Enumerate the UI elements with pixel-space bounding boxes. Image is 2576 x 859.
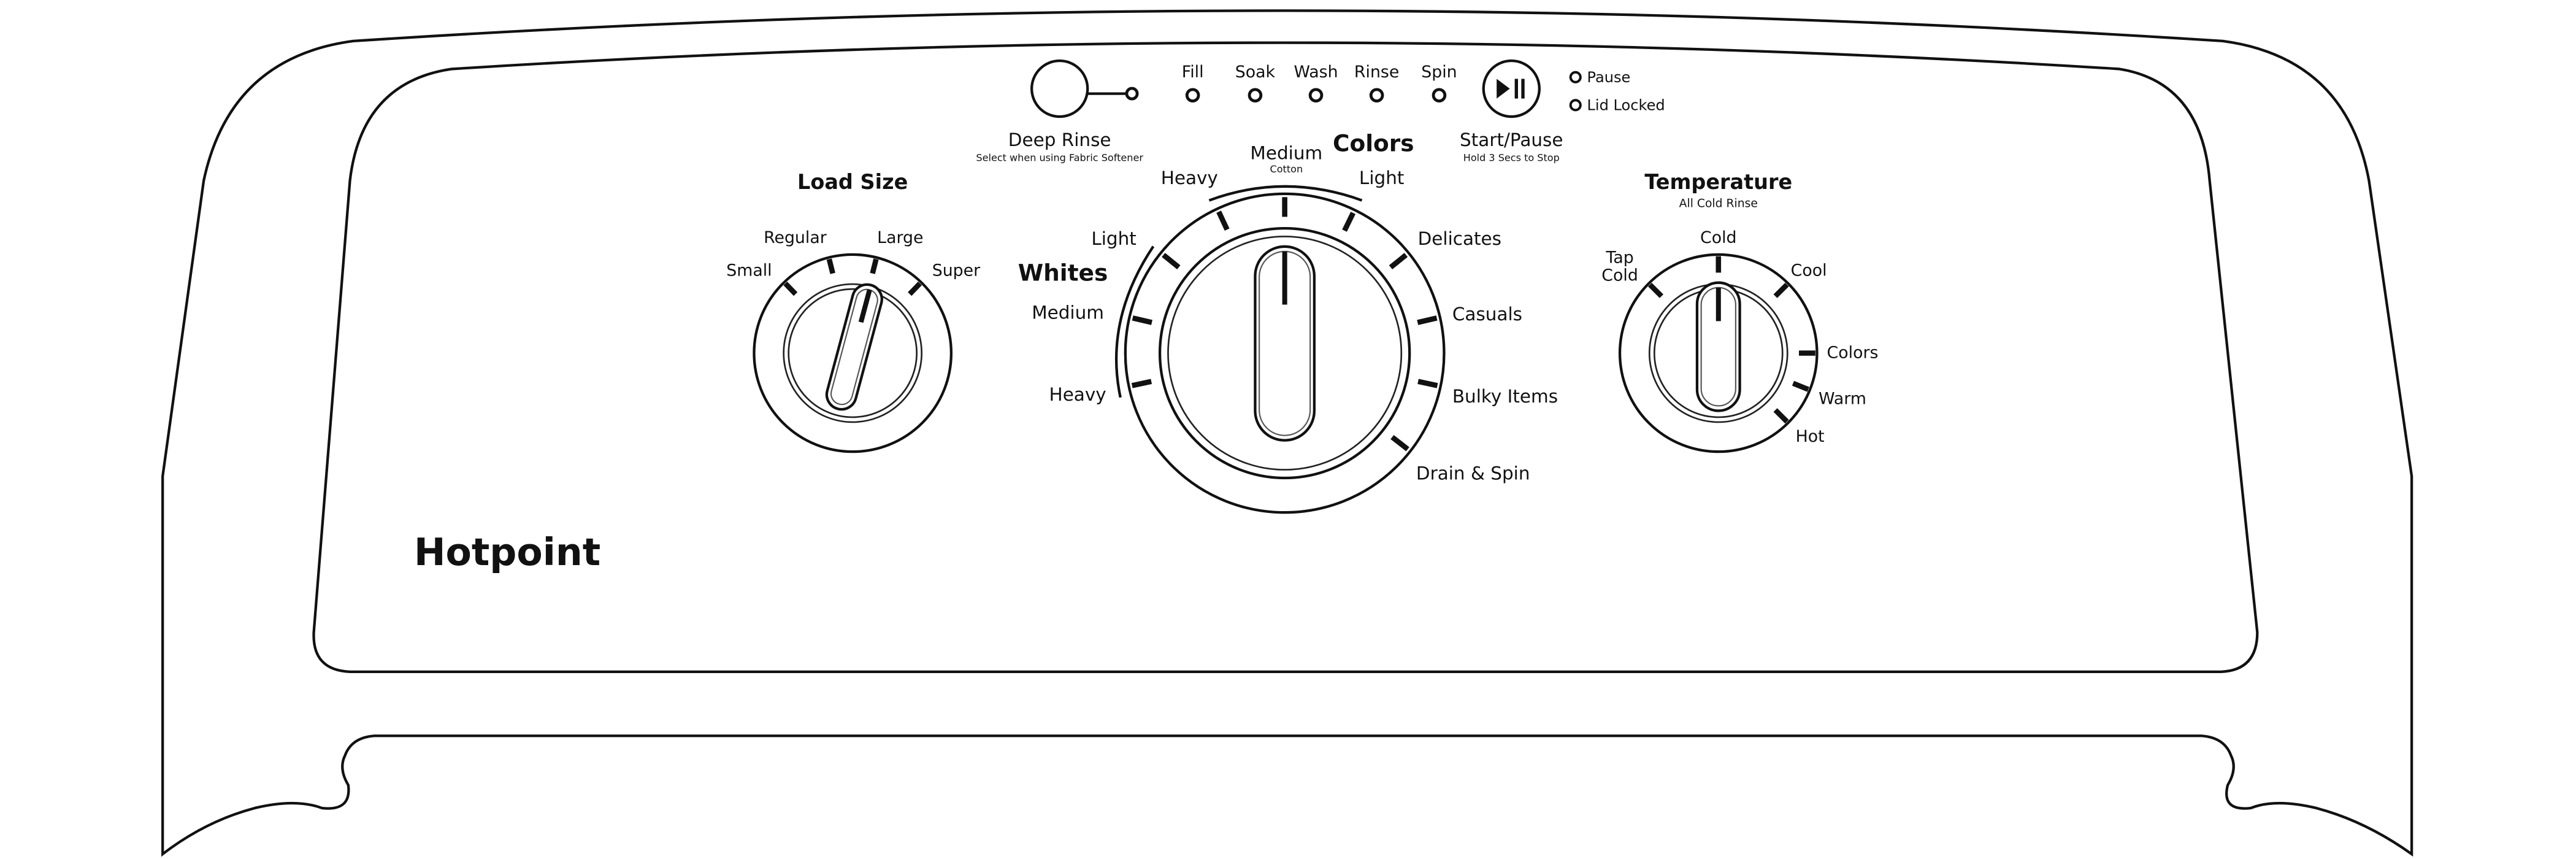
dial-knob[interactable] <box>1254 245 1316 442</box>
whites-title: Whites <box>1018 260 1108 287</box>
colors-medium-sub: Cotton <box>1270 163 1303 175</box>
temp-hot: Hot <box>1796 427 1825 446</box>
dial-tick <box>908 281 922 296</box>
whites-light: Light <box>1091 228 1136 249</box>
start-pause-sub: Hold 3 Secs to Stop <box>1463 152 1560 163</box>
deep-rinse-button[interactable] <box>1030 59 1139 118</box>
colors-light: Light <box>1359 168 1404 188</box>
load-size-title: Load Size <box>797 170 908 194</box>
cycle-dial[interactable] <box>1124 192 1446 514</box>
deep-rinse-led <box>1125 87 1139 101</box>
load-size-dial[interactable] <box>753 253 953 453</box>
dial-tick <box>1648 282 1664 298</box>
dial-tick <box>1792 380 1809 392</box>
dial-tick <box>1390 434 1409 452</box>
dial-tick <box>1389 253 1408 270</box>
status-rinse: Rinse <box>1354 63 1399 82</box>
status-soak: Soak <box>1235 63 1276 82</box>
load-small: Small <box>726 261 772 280</box>
cycle-bulky-items: Bulky Items <box>1452 386 1558 407</box>
start-pause-label: Start/Pause <box>1460 129 1563 150</box>
led-rinse <box>1369 88 1384 103</box>
start-pause-button[interactable] <box>1482 59 1541 118</box>
whites-heavy: Heavy <box>1049 384 1106 405</box>
dial-tick <box>1417 379 1438 388</box>
dial-tick <box>1132 315 1152 325</box>
dial-knob[interactable] <box>1695 281 1741 412</box>
deep-rinse-label: Deep Rinse <box>1008 129 1111 150</box>
temp-cool: Cool <box>1791 261 1827 280</box>
colors-title: Colors <box>1333 129 1414 156</box>
console-outline <box>161 9 2413 857</box>
status-spin: Spin <box>1421 63 1457 82</box>
dial-tick <box>1773 408 1789 424</box>
cycle-drain-spin: Drain & Spin <box>1416 463 1530 484</box>
led-spin <box>1432 88 1447 103</box>
temp-colors: Colors <box>1827 344 1879 363</box>
load-regular: Regular <box>764 228 827 247</box>
whites-medium: Medium <box>1032 302 1104 323</box>
deep-rinse-sub: Select when using Fabric Softener <box>976 152 1143 163</box>
dial-tick <box>1216 210 1230 231</box>
temp-cold: Cold <box>1700 228 1737 247</box>
dial-tick <box>826 258 835 274</box>
brand-logo: Hotpoint <box>414 530 600 574</box>
temp-warm: Warm <box>1819 390 1866 409</box>
play-pause-icon <box>1497 79 1525 99</box>
led-wash <box>1308 88 1324 103</box>
led-soak <box>1248 88 1263 103</box>
cycle-delicates: Delicates <box>1418 228 1501 249</box>
temp-tap: Tap <box>1605 248 1633 267</box>
indicator-lid-locked: Lid Locked <box>1569 96 1665 114</box>
temperature-dial[interactable] <box>1618 253 1819 453</box>
svg-text:Pause: Pause <box>1587 69 1631 86</box>
dial-tick <box>1773 282 1789 298</box>
colors-medium: Medium <box>1250 143 1322 164</box>
load-super: Super <box>932 261 980 280</box>
panel-outline <box>312 41 2259 673</box>
whites-arc <box>1114 245 1155 398</box>
dial-tick <box>783 281 798 296</box>
status-lights: Fill Soak Wash Rinse Spin <box>1182 63 1457 103</box>
indicator-pause: Pause <box>1569 69 1631 86</box>
status-wash: Wash <box>1294 63 1338 82</box>
load-large: Large <box>877 228 923 247</box>
temperature-title: Temperature <box>1644 170 1792 194</box>
dial-tick <box>1417 315 1438 325</box>
dial-tick <box>870 258 879 274</box>
temperature-sub: All Cold Rinse <box>1679 197 1758 210</box>
colors-heavy: Heavy <box>1161 168 1218 188</box>
colors-arc <box>1208 185 1363 202</box>
cycle-casuals: Casuals <box>1452 304 1522 325</box>
dial-tick <box>1162 253 1181 270</box>
temp-tap-cold: Cold <box>1601 266 1638 285</box>
dial-tick <box>1131 379 1152 388</box>
dial-knob[interactable] <box>824 281 886 412</box>
led-fill <box>1185 88 1200 103</box>
dial-tick <box>1342 212 1356 232</box>
svg-text:Lid Locked: Lid Locked <box>1587 96 1665 114</box>
status-fill: Fill <box>1182 63 1204 82</box>
